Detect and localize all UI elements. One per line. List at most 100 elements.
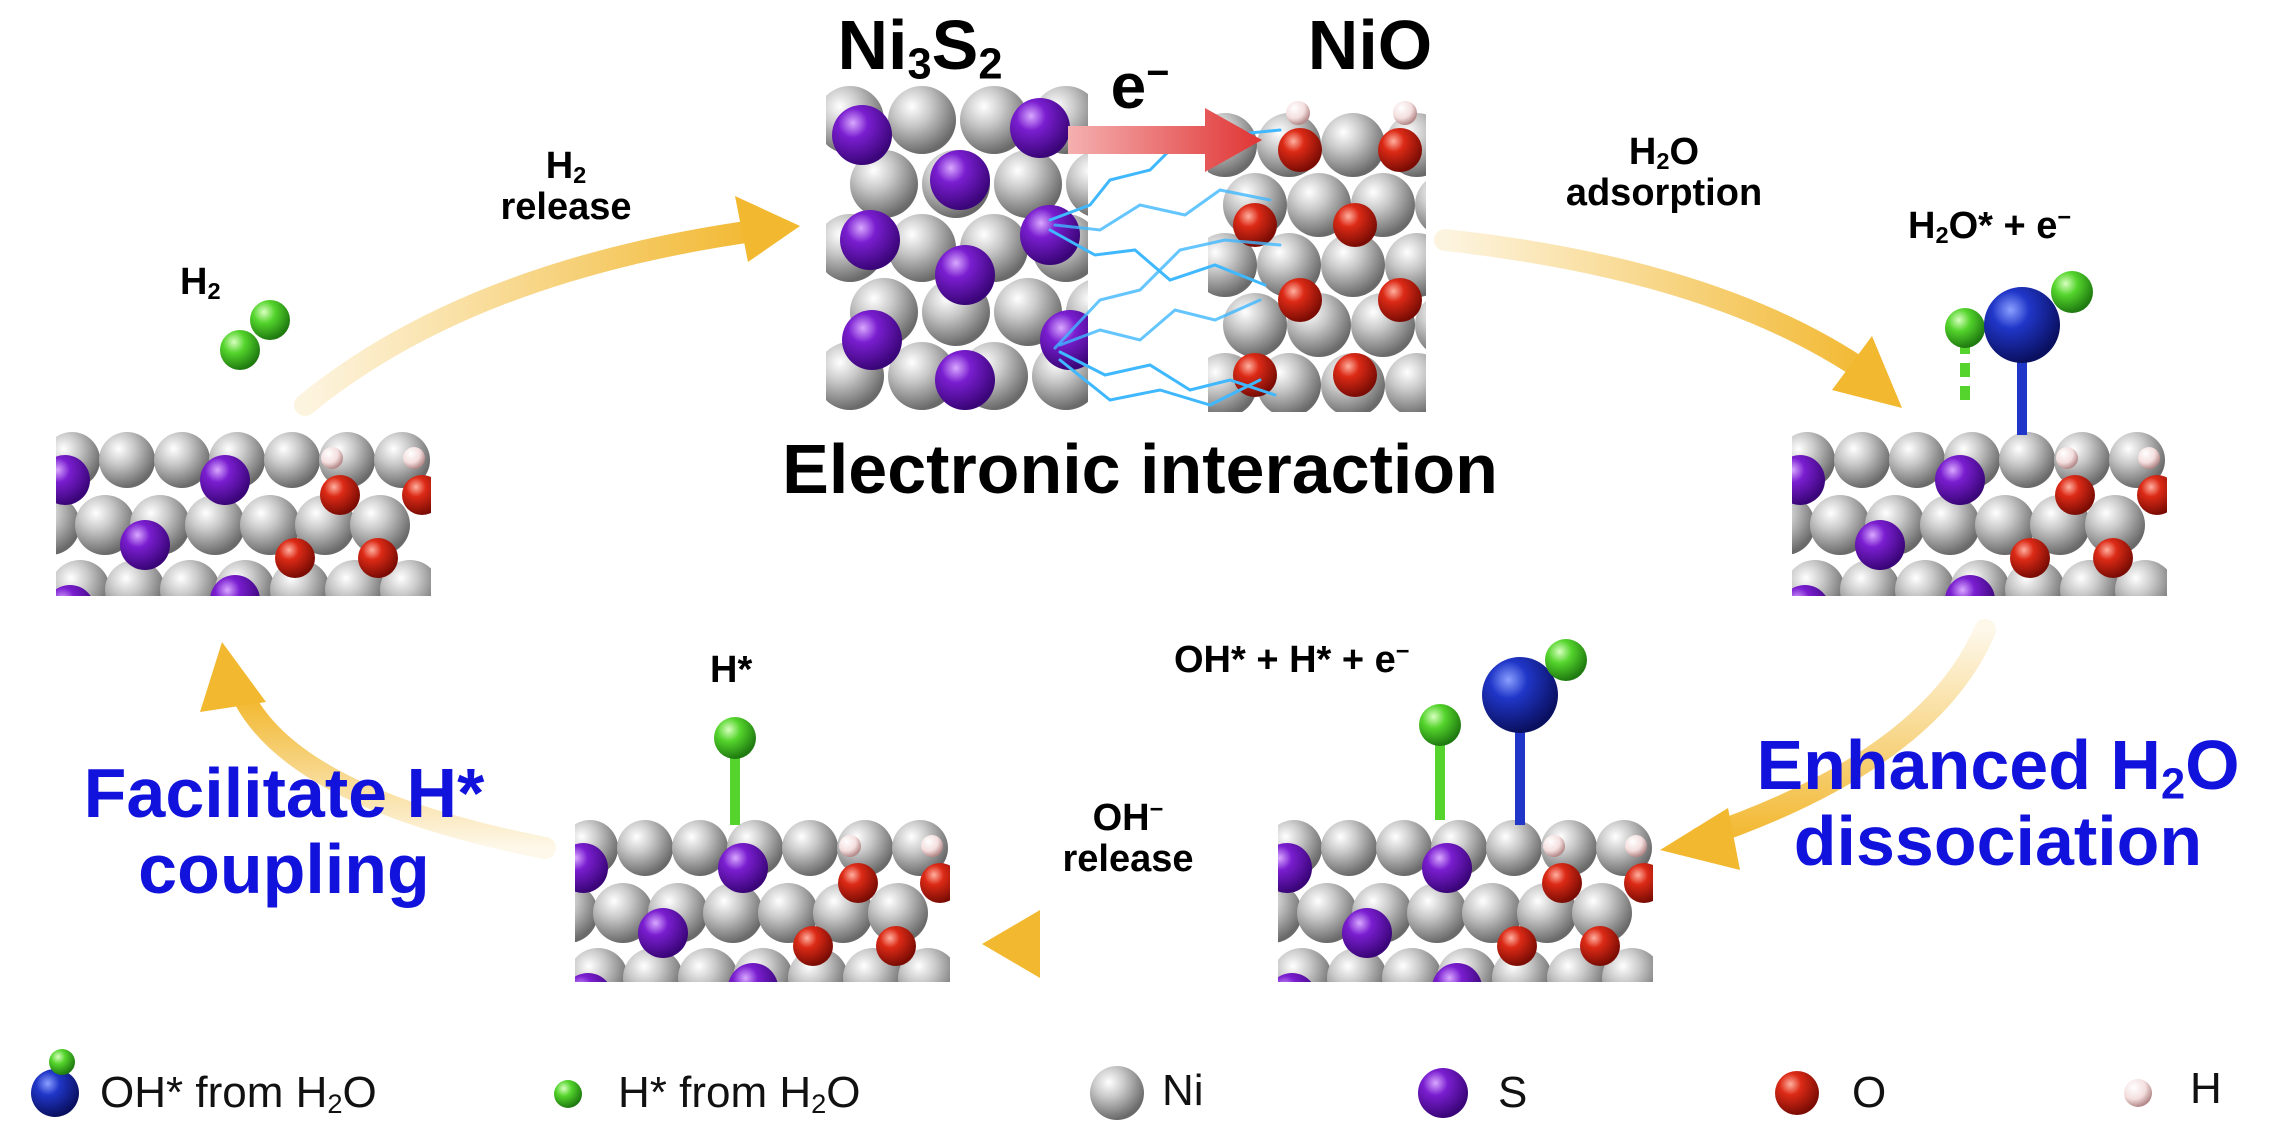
ni-atom xyxy=(758,883,818,943)
legend-h-star-marker xyxy=(554,1080,582,1108)
ni-atom xyxy=(1297,883,1357,943)
s-atom xyxy=(1278,973,1312,982)
ni-atom xyxy=(75,495,135,555)
s-atom xyxy=(1792,455,1825,505)
ni-atom xyxy=(960,86,1028,154)
ni-atom xyxy=(1486,820,1542,876)
s-atom xyxy=(56,585,91,596)
ni-atom xyxy=(1327,948,1387,982)
s-atom xyxy=(120,520,170,570)
legend-oh-label: OH* from H2O xyxy=(100,1068,377,1119)
legend-oh-marker xyxy=(31,1069,79,1117)
ni-atom xyxy=(319,432,375,488)
ni-atom xyxy=(2085,495,2145,555)
o-atom xyxy=(2093,538,2133,578)
s-atom xyxy=(575,843,608,893)
s-atom xyxy=(935,350,995,410)
s-atom xyxy=(575,973,608,982)
h-atom xyxy=(321,447,343,469)
s-atom xyxy=(210,575,260,596)
h-atom xyxy=(839,835,861,857)
lightning-bolt xyxy=(1053,188,1272,232)
s-atom xyxy=(1870,600,1920,650)
lightning-bolt xyxy=(1058,350,1277,397)
h-atom xyxy=(403,447,425,469)
electronic-interaction-caption: Electronic interaction xyxy=(782,430,1498,508)
lightning-bolt xyxy=(1053,238,1282,350)
ni-atom xyxy=(1920,495,1980,555)
ni3s2-lattice xyxy=(826,86,1088,410)
ni-atom xyxy=(264,432,320,488)
ni-atom xyxy=(1810,495,1870,555)
s-atom xyxy=(653,988,703,1038)
o-atom xyxy=(1278,128,1322,172)
o-atom xyxy=(1278,278,1322,322)
ni-atom xyxy=(888,86,956,154)
electron-lightning xyxy=(1048,128,1282,407)
ni-atom xyxy=(56,495,80,555)
o-atom xyxy=(1378,128,1422,172)
ni-atom xyxy=(2109,432,2165,488)
ni-atom xyxy=(1889,432,1945,488)
h2-state-label: H2 xyxy=(180,261,221,305)
ni-atom xyxy=(1321,113,1385,177)
h-atom xyxy=(921,835,943,857)
lightning-bolt xyxy=(1058,298,1262,347)
ni-atom xyxy=(1572,883,1632,943)
s-atom xyxy=(935,245,995,305)
ni-atom xyxy=(892,820,948,876)
ni-atom xyxy=(1541,820,1597,876)
o-atom xyxy=(1542,988,1582,1028)
ni3s2-label: Ni3S2 xyxy=(837,6,1003,89)
o-atom xyxy=(876,926,916,966)
h2-release-arrowhead xyxy=(735,196,800,262)
s-atom xyxy=(200,455,250,505)
ni-atom xyxy=(1840,560,1900,596)
h-star-state-label: H* xyxy=(710,649,753,691)
coupling-arrow xyxy=(234,689,556,859)
h-atom xyxy=(2138,447,2160,469)
s-atom xyxy=(840,210,900,270)
slab-oh-h xyxy=(1278,820,1653,1038)
ni-atom xyxy=(350,495,410,555)
ni-atom xyxy=(837,820,893,876)
ni-atom xyxy=(1834,432,1890,488)
legend-ni-label: Ni xyxy=(1162,1066,1204,1115)
ni-atom xyxy=(623,948,683,982)
h2o-adsorption-arrowhead xyxy=(1832,336,1902,408)
ni-atom xyxy=(154,432,210,488)
o-atom xyxy=(1542,863,1582,903)
coupling-arrowhead xyxy=(200,642,266,712)
s-atom xyxy=(718,843,768,893)
o-atom xyxy=(402,475,431,515)
o-atom xyxy=(320,475,360,515)
dissociation-arrow xyxy=(1689,619,1996,849)
h-atom xyxy=(1625,835,1647,857)
h2-release-arrow xyxy=(294,219,771,416)
ni-atom xyxy=(374,432,430,488)
ni-atom xyxy=(1462,883,1522,943)
o-atom xyxy=(838,863,878,903)
ni-atom xyxy=(1792,495,1815,555)
facilitate-coupling-label: Facilitate H*coupling xyxy=(83,754,485,908)
ni-atom xyxy=(1376,820,1432,876)
o-atom xyxy=(793,926,833,966)
s-atom xyxy=(1010,98,1070,158)
o-atom xyxy=(2137,475,2167,515)
s-atom xyxy=(638,908,688,958)
legend-s-marker xyxy=(1418,1068,1468,1118)
electron-label: e− xyxy=(1110,50,1170,122)
ni-atom xyxy=(1999,432,2055,488)
slab-h2o-adsorption xyxy=(1792,432,2167,650)
o-atom xyxy=(1624,863,1653,903)
o-atom xyxy=(2010,538,2050,578)
s-atom xyxy=(1357,988,1407,1038)
ni-atom xyxy=(1895,560,1955,596)
ni-atom xyxy=(1066,152,1088,216)
o-atom xyxy=(838,988,878,1028)
slab-h-star xyxy=(575,820,950,1038)
o-atom xyxy=(1333,203,1377,247)
s-atom xyxy=(728,963,778,982)
